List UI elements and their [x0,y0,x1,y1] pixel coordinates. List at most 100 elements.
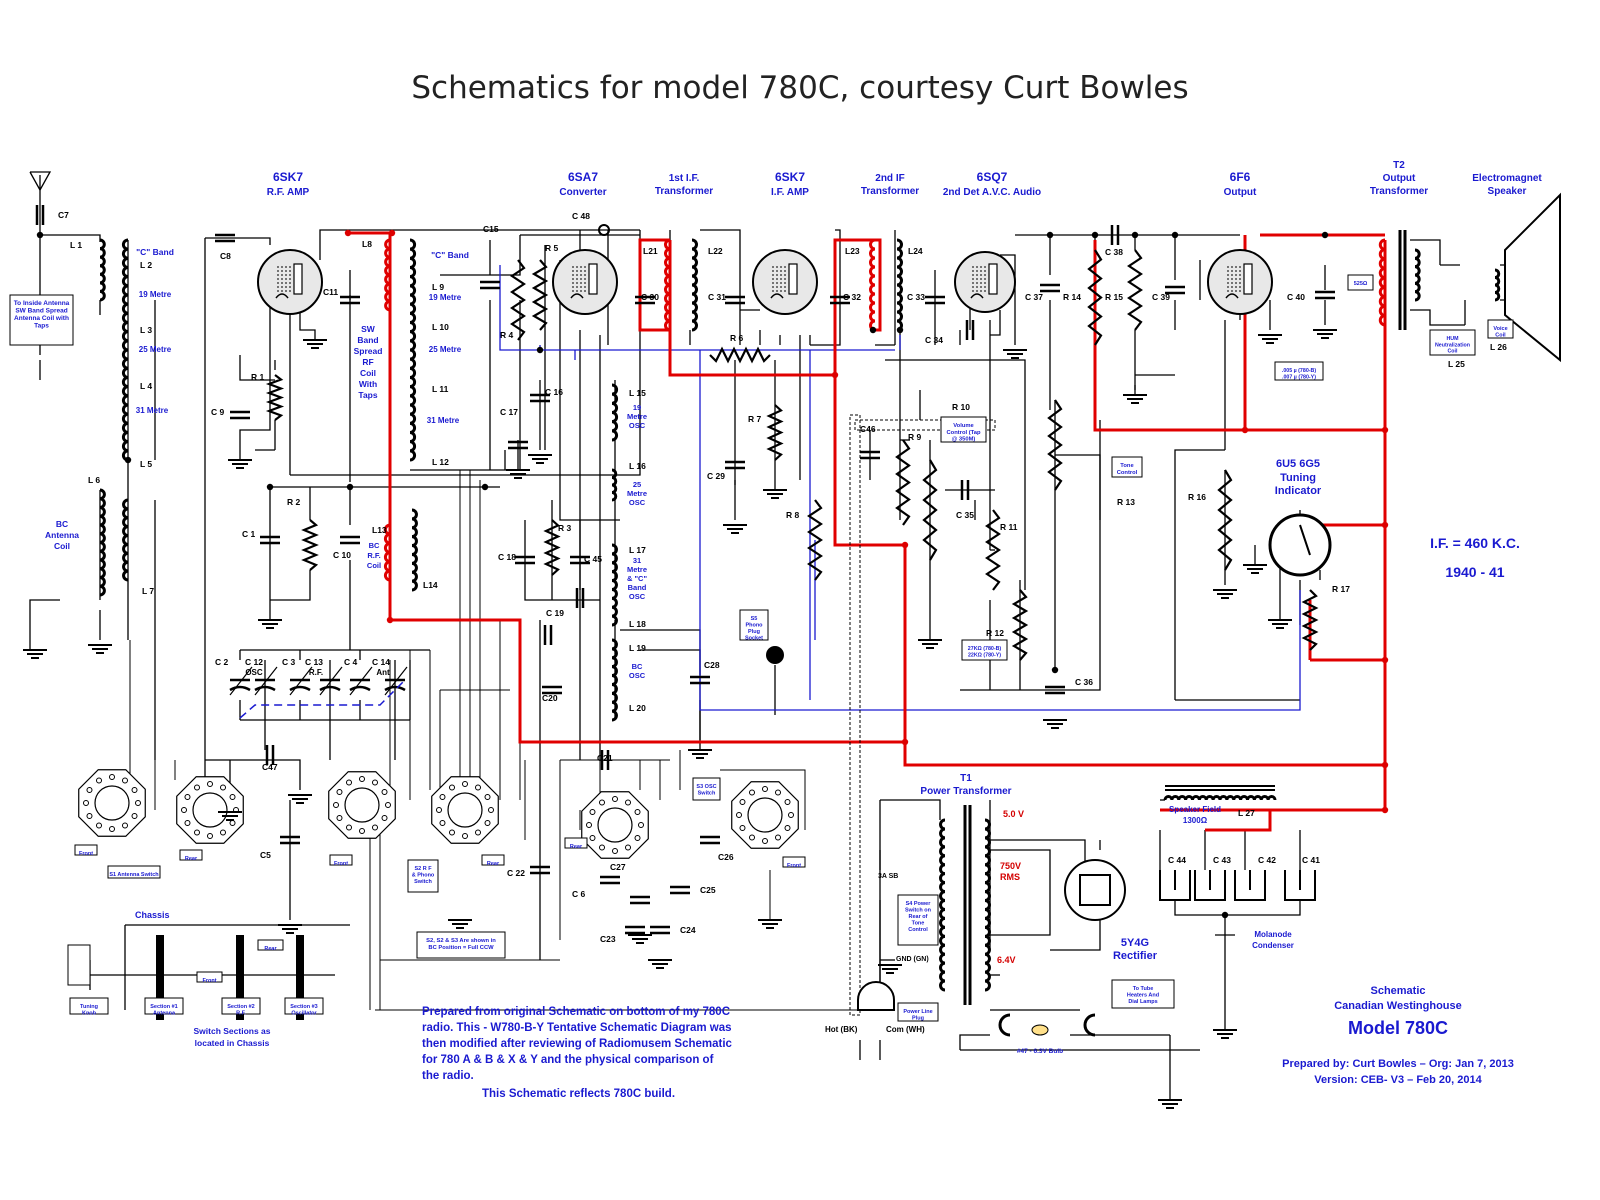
cap-c30 [635,295,655,305]
ground-symbol [303,339,327,349]
coil-label: "C" Band [136,247,174,257]
cap-c36 [1045,685,1065,695]
coil-l13 [383,523,391,582]
cap-c5 [280,835,300,845]
capacitor-label: C 17 [500,407,518,417]
coil-voice [1494,268,1501,302]
tuning-cap-plate [349,685,371,692]
capacitor-label: C23 [600,934,616,944]
coil-label: "C" Band [431,250,469,260]
speaker-header: Speaker [1488,186,1527,197]
tuning-cap-plate [319,685,341,692]
ground-symbol [1213,1029,1237,1039]
resistor-label: R 17 [1332,584,1350,594]
capacitor-label: C28 [704,660,720,670]
tube-function-v2: Converter [559,187,606,198]
box-chassis-rear-text: Rear [264,946,277,952]
box-r12-note-text: 27KΩ (780-B)22KΩ (780-Y) [968,646,1002,658]
osc-label: 25 [633,480,641,489]
capacitor-label: C8 [220,251,231,261]
cap-c24 [650,925,670,935]
resistor-label: R 11 [1000,522,1018,532]
junction-dot [869,326,877,334]
tuning-arrow [384,666,408,696]
osc-label: OSC [629,592,646,601]
junction-dot [481,483,489,491]
coil-l2-l5 [121,238,129,462]
ground-symbol [228,459,252,469]
box-525-text: 525Ω [1354,281,1368,287]
ground-symbol [723,524,747,534]
resistor-label: R 12 [986,628,1004,638]
resistor-label: R 3 [558,523,572,533]
tube-type-v4: 6SQ7 [977,170,1008,184]
cap-c48 [575,588,585,608]
capacitor-label: C 35 [956,510,974,520]
ground-symbol [1158,1099,1182,1109]
inductor-label: L 3 [140,325,152,335]
inductor-label: L 16 [629,461,646,471]
switch-s2-rear [176,776,244,844]
tube-type-v5: 6F6 [1230,170,1251,184]
coil-t1-secondary [984,818,991,992]
coil-l21 [664,238,671,332]
box-rear-text: Rear [487,861,500,867]
coil-label: 19 Metre [429,293,462,302]
capacitor-label: C 30 [641,292,659,302]
tube-6sq7 [954,251,1016,313]
if-frequency: I.F. = 460 K.C. [1430,535,1520,551]
speaker-header: Electromagnet [1472,173,1542,184]
switch-s3-rear [581,791,649,859]
tube-6sa7 [552,249,618,315]
ground-symbol [528,454,552,464]
switch-s2b-rear [431,776,499,844]
capacitor-label: C 6 [572,889,586,899]
junction-dot [344,229,352,237]
bc-antenna-label: Coil [54,541,70,551]
capacitor-label: C 44 [1168,855,1186,865]
coil-l27 [1163,795,1277,801]
t2-header: T2 [1393,160,1405,171]
junction-dot [1091,231,1099,239]
ground-symbol [278,924,302,934]
resistor-label: R 15 [1105,292,1123,302]
osc-label: Metre [627,489,647,498]
cap-c23 [625,925,645,935]
ground-symbol [1243,564,1267,574]
coil-l8 [384,238,391,312]
gang-label: Ant [376,668,390,677]
inductor-label: L 27 [1238,808,1255,818]
capacitor-label: C 22 [507,868,525,878]
capacitor-label: C25 [700,885,716,895]
tuning-cap-plate [384,685,406,692]
resistor-label: R 7 [748,414,762,424]
bc-antenna-label: BC [56,519,68,529]
ground-symbol [288,794,312,804]
resistor-r6 [709,346,771,364]
cap-c35 [960,480,970,500]
fuse-label: 3A SB [878,873,898,880]
resistor-label: R 1 [251,372,265,382]
capacitor-label: C 29 [707,471,725,481]
box-s1 [107,865,161,879]
tuning-cap-plate [229,685,251,692]
resistor-r17 [1301,589,1319,651]
voltage-6-4v: 6.4V [997,955,1016,965]
inductor-label: L 19 [629,643,646,653]
tuning-arrow [349,666,373,696]
inductor-label: L 18 [629,619,646,629]
cap-c22 [530,865,550,875]
cap-c11 [340,295,360,305]
cap-c45 [570,555,590,565]
box-voice-coil [1487,319,1514,339]
capacitor-label: C 12 [245,657,263,667]
box-section3 [284,997,324,1015]
inductor-label: L24 [908,246,923,256]
coil-t1-primary [939,818,946,992]
switch-s2-front [328,771,396,839]
junction-dot [1221,911,1229,919]
capacitor-label: C47 [262,762,278,772]
